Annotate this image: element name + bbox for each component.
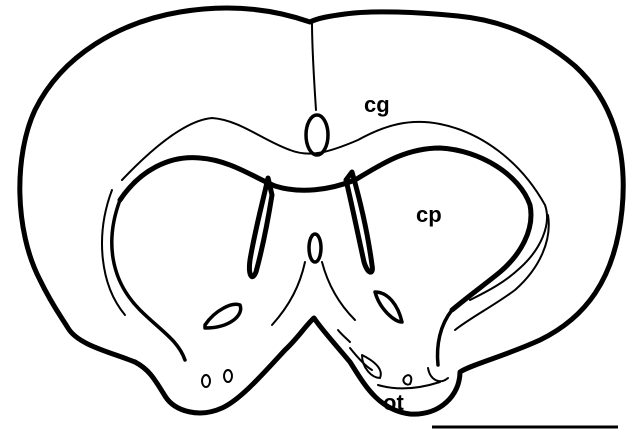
left-small-oval-1: [202, 375, 210, 387]
left-lateral-arc: [112, 200, 185, 360]
right-ventral-hook: [428, 368, 448, 381]
right-lateral-arc: [438, 310, 452, 365]
left-small-oval-2: [224, 370, 232, 382]
white-matter-band: [120, 148, 531, 310]
midline-fissure: [312, 22, 316, 110]
third-ventricle: [309, 234, 321, 262]
label-ot: ot: [383, 390, 404, 415]
right-ventricle: [346, 172, 372, 272]
right-ventral-oval: [362, 355, 381, 378]
label-cp: cp: [416, 202, 442, 227]
central-line-left: [272, 262, 305, 325]
left-anterior-commissure-blob: [205, 304, 241, 328]
right-ventral-dash-1: [338, 330, 350, 342]
central-line-right: [322, 262, 355, 320]
midline-oval: [306, 115, 328, 155]
label-cg: cg: [364, 92, 390, 117]
right-anterior-commissure-blob: [375, 292, 402, 322]
right-ventral-small-loop: [403, 375, 411, 384]
cingulum-outer-arc: [122, 118, 547, 300]
left-ventricle: [249, 178, 272, 277]
